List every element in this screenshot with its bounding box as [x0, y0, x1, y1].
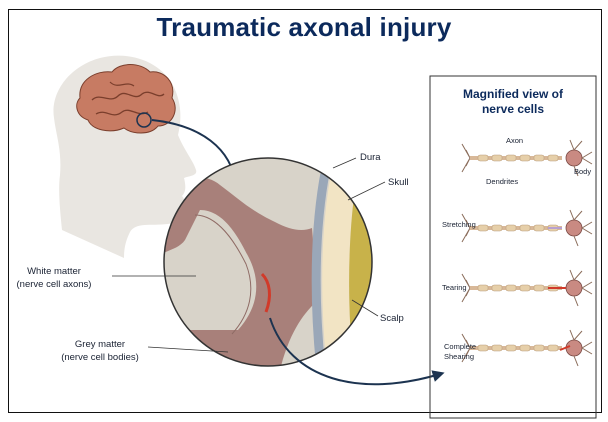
row-label-stretching: Stretching — [442, 220, 476, 229]
row-label-shearing-2: Shearing — [444, 352, 474, 361]
panel-title-line2: nerve cells — [482, 102, 544, 116]
neuron-label-body: Body — [574, 167, 591, 176]
row-label-tearing: Tearing — [442, 283, 467, 292]
label-white-matter-1: White matter — [27, 266, 81, 277]
label-dura: Dura — [360, 152, 381, 163]
row-label-shearing-1: Complete — [444, 342, 476, 351]
label-skull: Skull — [388, 177, 409, 188]
label-grey-matter-2: (nerve cell bodies) — [61, 352, 139, 363]
label-scalp: Scalp — [380, 313, 404, 324]
label-white-matter-2: (nerve cell axons) — [17, 279, 92, 290]
neuron-label-axon: Axon — [506, 136, 523, 145]
neuron-label-dendrites: Dendrites — [486, 177, 518, 186]
label-grey-matter-1: Grey matter — [75, 339, 125, 350]
panel-title-line1: Magnified view of — [463, 87, 564, 101]
